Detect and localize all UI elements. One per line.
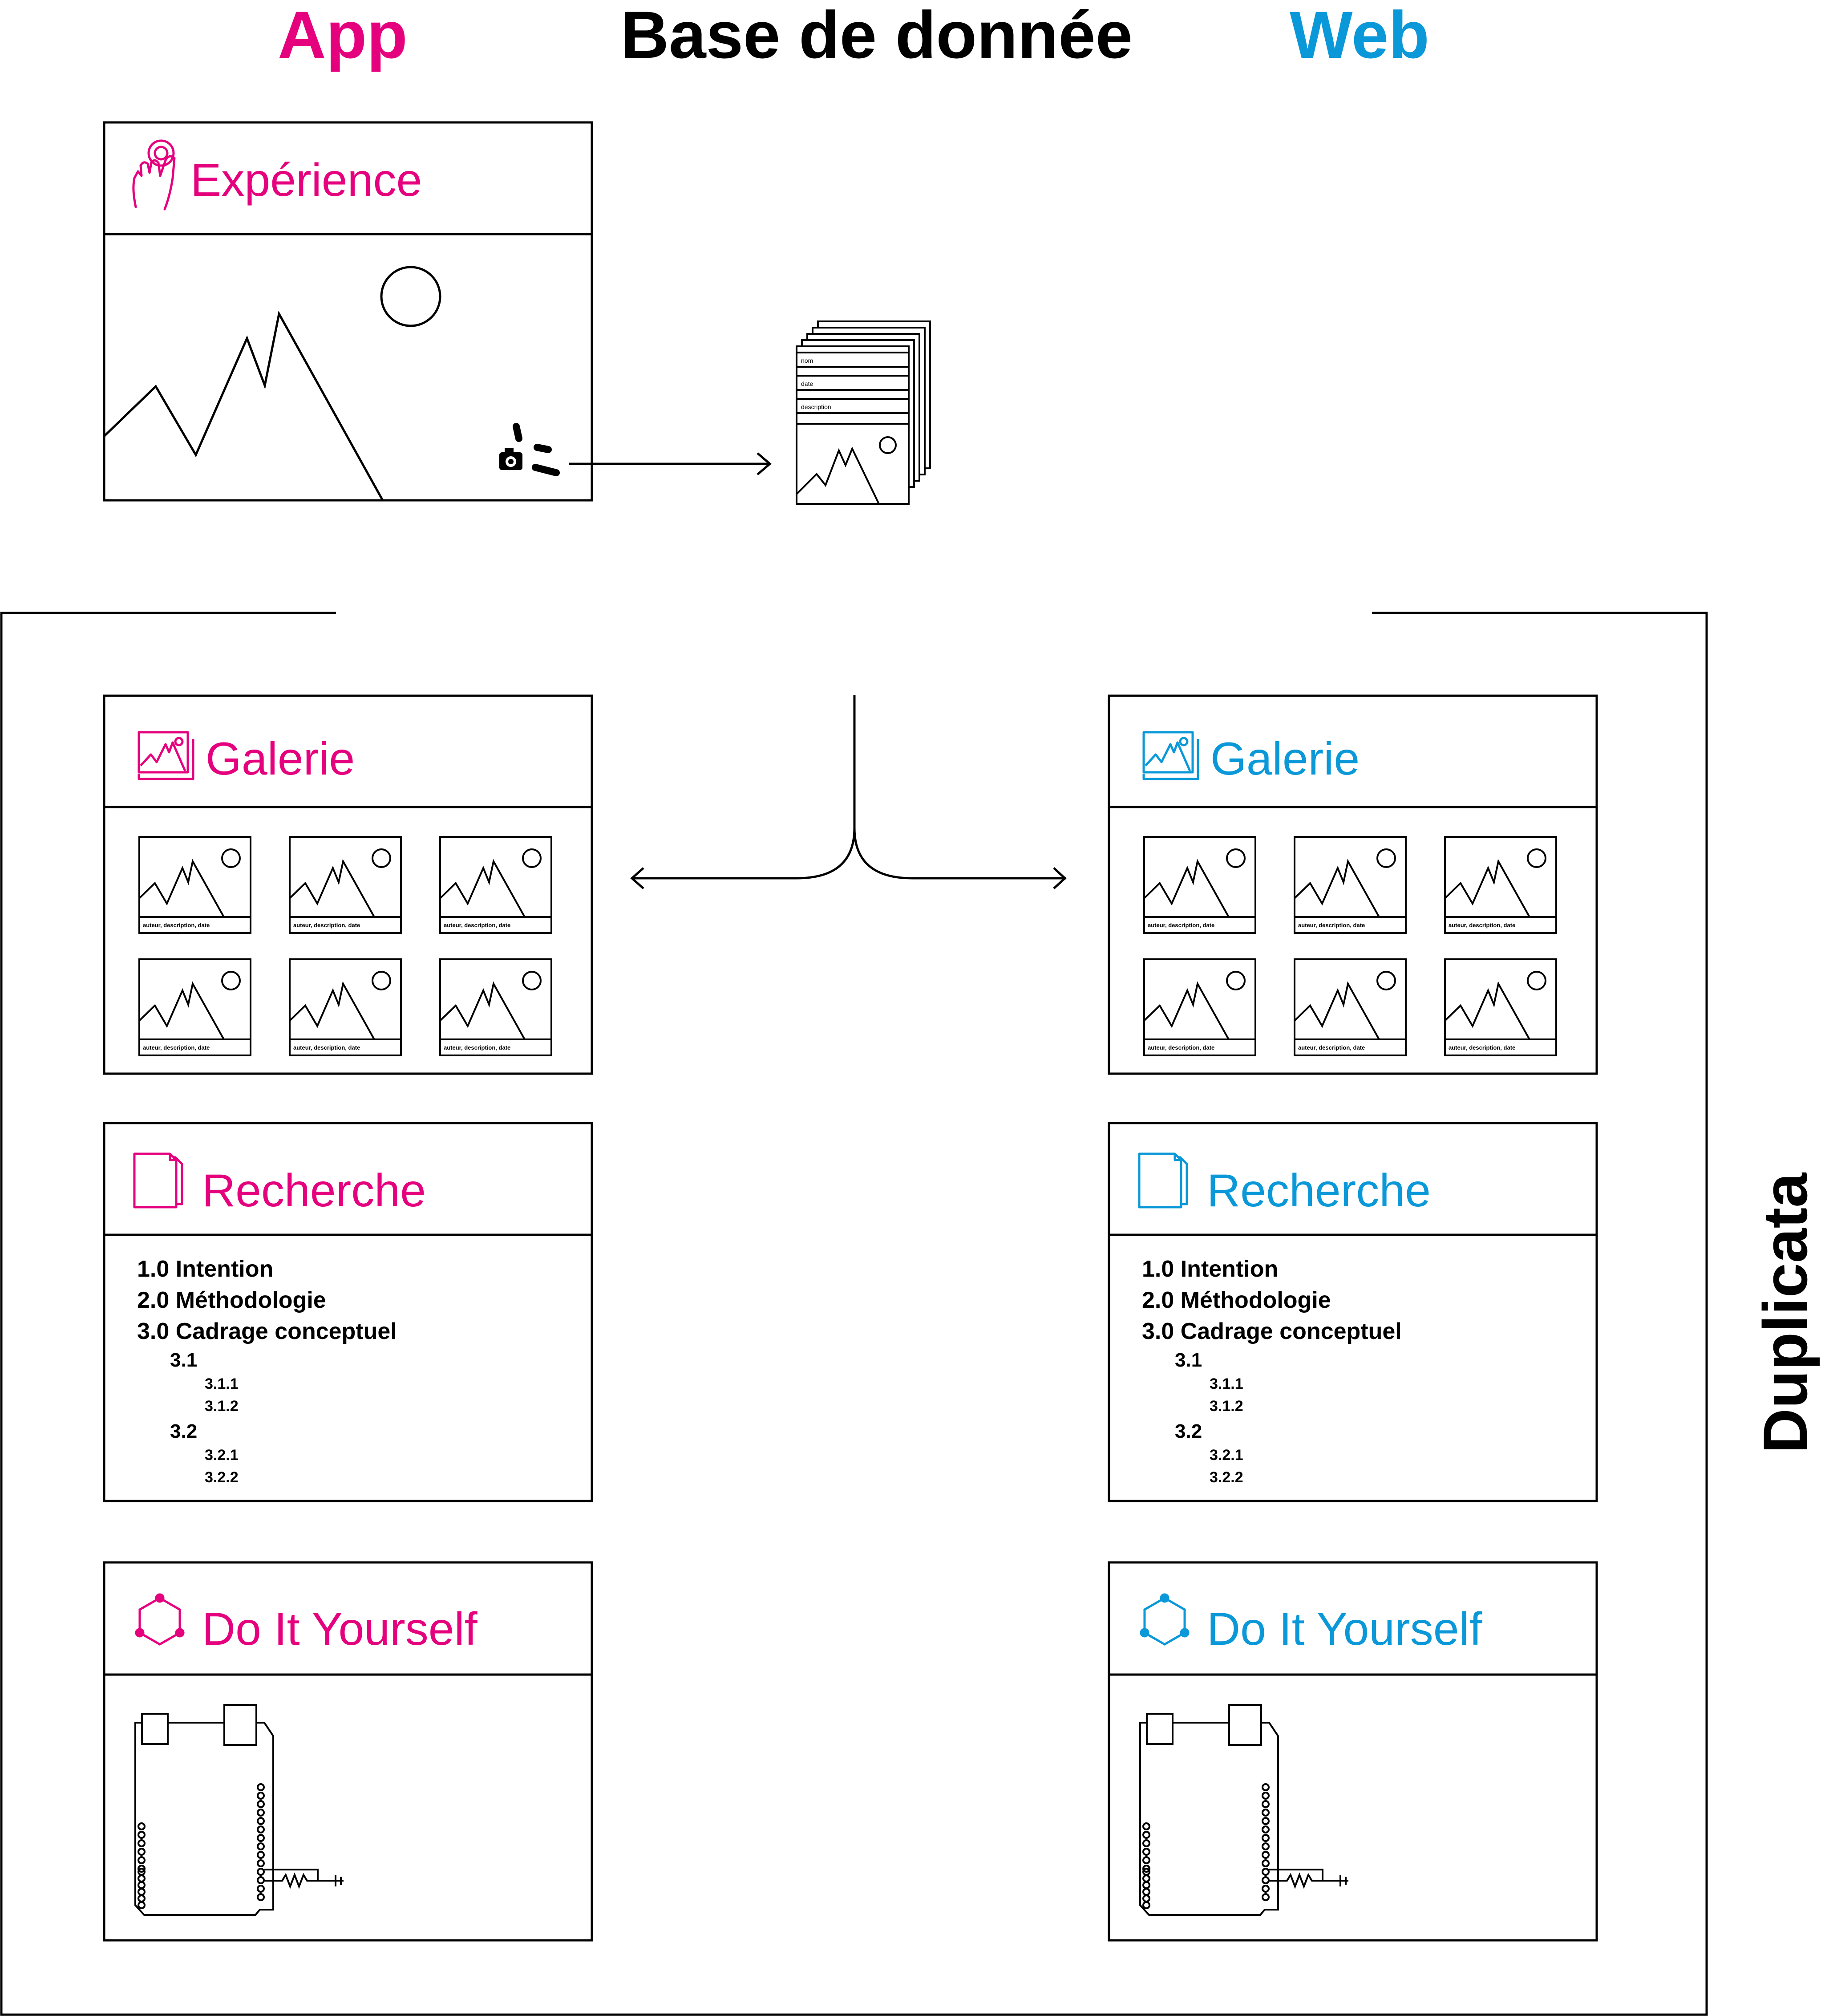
toc-item[interactable]: 3.2 <box>1175 1420 1202 1442</box>
gallery-icon <box>138 731 194 780</box>
toc-item[interactable]: 3.1 <box>170 1349 197 1371</box>
documents-icon <box>1138 1152 1188 1209</box>
toc-item[interactable]: 3.2 <box>170 1420 197 1442</box>
database-record-stack <box>796 320 931 505</box>
thumbnail-caption: auteur, description, date <box>1148 922 1214 929</box>
web-research-title: Recherche <box>1207 1165 1431 1217</box>
toc-item[interactable]: 3.1.2 <box>1210 1398 1243 1415</box>
app-gallery-title: Galerie <box>206 733 355 785</box>
web-column: Galerie auteur, description, date auteur, … <box>1108 694 1598 1942</box>
web-diy-panel: Do It Yourself <box>1108 1561 1598 1942</box>
thumbnail-caption: auteur, description, date <box>143 922 210 929</box>
thumbnail-caption: auteur, description, date <box>293 1044 360 1051</box>
landscape-illustration <box>103 266 441 501</box>
gallery-thumbnail[interactable]: auteur, description, date <box>1444 958 1557 1056</box>
header-database: Base de donnée <box>621 0 1133 72</box>
record-field-name: nom <box>801 357 813 364</box>
gallery-thumbnail[interactable]: auteur, description, date <box>1294 958 1407 1056</box>
toc-item[interactable]: 2.0 Méthodologie <box>1142 1287 1331 1313</box>
thumbnail-caption: auteur, description, date <box>444 1044 510 1051</box>
gallery-thumbnail[interactable]: auteur, description, date <box>289 958 402 1056</box>
toc-item[interactable]: 3.1.2 <box>205 1398 239 1415</box>
gallery-thumbnail[interactable]: auteur, description, date <box>1143 958 1256 1056</box>
web-gallery-title: Galerie <box>1210 733 1360 785</box>
thumbnail-caption: auteur, description, date <box>143 1044 210 1051</box>
app-gallery-panel: Galerie auteur, description, date auteur, … <box>103 694 593 1075</box>
thumbnail-caption: auteur, description, date <box>1298 922 1365 929</box>
toc-item[interactable]: 3.2.1 <box>1210 1447 1243 1464</box>
gallery-thumbnail[interactable]: auteur, description, date <box>1294 836 1407 934</box>
arduino-board-icon <box>134 1704 344 1916</box>
duplicata-frame <box>0 612 1708 2016</box>
toc-item[interactable]: 3.1.1 <box>205 1375 239 1392</box>
capture-arrow <box>569 452 772 475</box>
thumbnail-caption: auteur, description, date <box>293 922 360 929</box>
thumbnail-caption: auteur, description, date <box>1148 1044 1214 1051</box>
record-field-description: description <box>801 403 831 410</box>
hand-pointer-icon <box>132 139 176 211</box>
toc-item[interactable]: 3.1.1 <box>1210 1375 1243 1392</box>
app-research-panel: Recherche 1.0 Intention 2.0 Méthodologie 3.… <box>103 1122 593 1502</box>
experience-title: Expérience <box>190 154 422 206</box>
arduino-board-icon <box>1139 1704 1348 1916</box>
toc-item[interactable]: 1.0 Intention <box>137 1256 273 1282</box>
toc-item[interactable]: 3.0 Cadrage conceptuel <box>137 1318 397 1344</box>
hexagon-icon <box>135 1593 185 1646</box>
toc-item[interactable]: 2.0 Méthodologie <box>137 1287 326 1313</box>
thumbnail-caption: auteur, description, date <box>1449 1044 1515 1051</box>
web-diy-title: Do It Yourself <box>1207 1603 1483 1655</box>
thumbnail-caption: auteur, description, date <box>1298 1044 1365 1051</box>
toc-item[interactable]: 3.1 <box>1175 1349 1202 1371</box>
gallery-thumbnail[interactable]: auteur, description, date <box>289 836 402 934</box>
gallery-thumbnail[interactable]: auteur, description, date <box>138 836 251 934</box>
header-web: Web <box>1290 0 1429 72</box>
header-app: App <box>278 0 408 72</box>
duplicata-label: Duplicata <box>1750 1172 1820 1453</box>
toc-item[interactable]: 3.0 Cadrage conceptuel <box>1142 1318 1402 1344</box>
app-diy-panel: Do It Yourself <box>103 1561 593 1942</box>
camera-icon <box>499 423 560 476</box>
thumbnail-caption: auteur, description, date <box>444 922 510 929</box>
web-gallery-panel: Galerie auteur, description, date auteur, … <box>1108 694 1598 1075</box>
gallery-thumbnail[interactable]: auteur, description, date <box>1444 836 1557 934</box>
app-diy-title: Do It Yourself <box>202 1603 478 1655</box>
gallery-thumbnail[interactable]: auteur, description, date <box>439 836 552 934</box>
hexagon-icon <box>1140 1593 1190 1646</box>
app-research-title: Recherche <box>202 1165 426 1217</box>
app-column: Galerie auteur, description, date auteur, … <box>103 694 593 1942</box>
thumbnail-caption: auteur, description, date <box>1449 922 1515 929</box>
split-arrow <box>630 695 1067 889</box>
documents-icon <box>133 1152 183 1209</box>
record-field-date: date <box>801 380 813 387</box>
gallery-thumbnail[interactable]: auteur, description, date <box>439 958 552 1056</box>
toc-item[interactable]: 3.2.1 <box>205 1447 239 1464</box>
gallery-thumbnail[interactable]: auteur, description, date <box>138 958 251 1056</box>
web-research-panel: Recherche 1.0 Intention 2.0 Méthodologie 3.… <box>1108 1122 1598 1502</box>
toc-item[interactable]: 3.2.2 <box>205 1469 239 1486</box>
gallery-thumbnail[interactable]: auteur, description, date <box>1143 836 1256 934</box>
gallery-icon <box>1142 731 1199 780</box>
toc-item[interactable]: 1.0 Intention <box>1142 1256 1278 1282</box>
experience-panel: Expérience <box>103 121 593 502</box>
toc-item[interactable]: 3.2.2 <box>1210 1469 1243 1486</box>
